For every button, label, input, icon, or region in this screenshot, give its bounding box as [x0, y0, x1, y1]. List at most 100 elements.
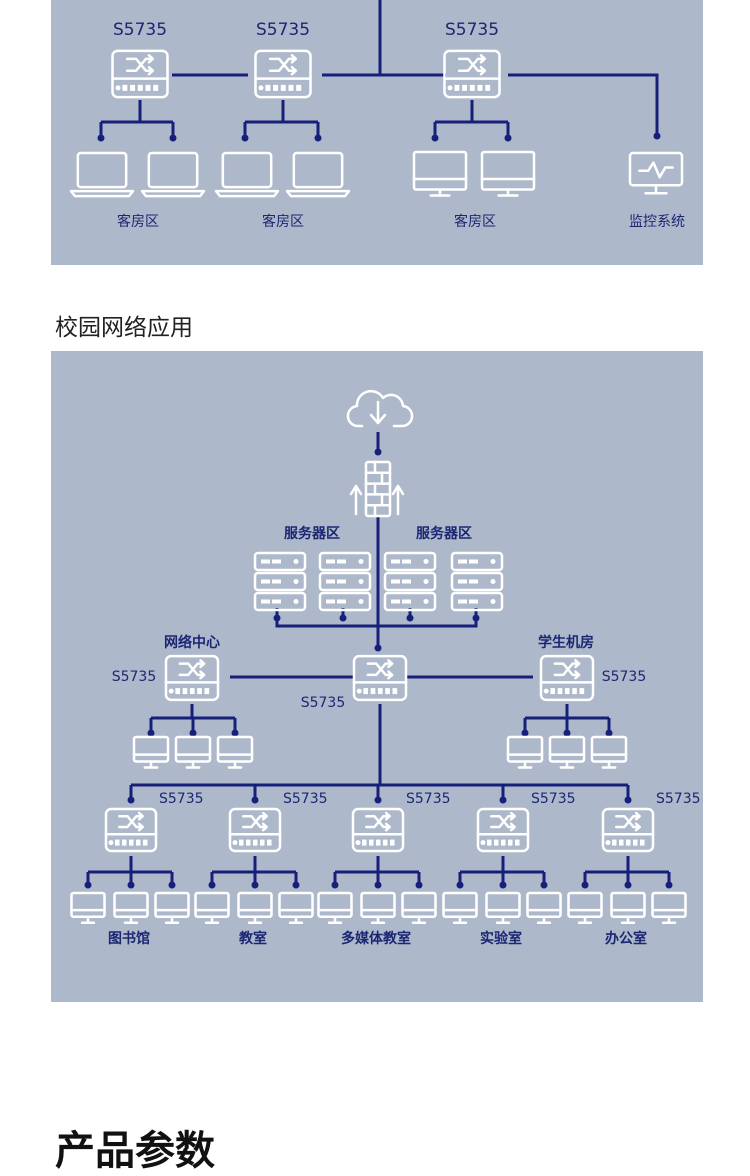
connection-dot — [208, 881, 216, 889]
switch-icon — [164, 654, 220, 702]
monitor-icon — [113, 891, 149, 925]
connection-dot — [331, 881, 339, 889]
monitor-icon — [442, 891, 478, 925]
switch-label: S5735 — [113, 20, 167, 40]
monitor-icon — [485, 891, 521, 925]
switch-icon — [352, 654, 408, 702]
monitor-icon — [567, 891, 603, 925]
connection-dot — [504, 134, 512, 142]
connection-dot — [581, 881, 589, 889]
monitor-icon — [216, 735, 254, 769]
switch-icon — [104, 807, 158, 853]
switch-label: S5735 — [656, 791, 701, 807]
switch-label: S5735 — [283, 791, 328, 807]
server-icon — [450, 551, 504, 612]
switch-icon — [254, 49, 312, 99]
connection-dot — [472, 614, 480, 622]
monitor-icon — [194, 891, 230, 925]
switch-label: S5735 — [445, 20, 499, 40]
switch-label: S5735 — [256, 20, 310, 40]
switch-label: S5735 — [602, 669, 647, 685]
connection-dot — [374, 881, 382, 889]
zone-label: 多媒体教室 — [341, 930, 411, 947]
monitor-icon — [154, 891, 190, 925]
switch-icon — [539, 654, 595, 702]
cloud-download-icon — [346, 389, 414, 428]
zone-label: 教室 — [239, 930, 267, 947]
monitor-icon — [590, 735, 628, 769]
switch-label: S5735 — [406, 791, 451, 807]
connection-dot — [521, 729, 529, 737]
connection-dot — [540, 881, 548, 889]
monitor-icon — [610, 891, 646, 925]
connection-dot — [624, 796, 632, 804]
connection-dot — [431, 134, 439, 142]
core-switch-label: S5735 — [301, 695, 346, 711]
switch-icon — [476, 807, 530, 853]
surveillance-monitor-icon — [628, 151, 684, 195]
connection-dot — [251, 796, 259, 804]
switch-label: S5735 — [112, 669, 157, 685]
server-zone-label: 服务器区 — [416, 525, 472, 542]
monitor-icon — [360, 891, 396, 925]
zone-label: 实验室 — [480, 930, 522, 947]
switch-icon — [111, 49, 169, 99]
device-icons — [69, 49, 687, 925]
laptop-icon — [285, 151, 351, 198]
connection-dot — [499, 796, 507, 804]
connection-dot — [231, 729, 239, 737]
switch-icon — [601, 807, 655, 853]
zone-label: 监控系统 — [629, 214, 685, 230]
zone-label: 客房区 — [454, 213, 496, 230]
switch-icon — [351, 807, 405, 853]
connection-dot — [168, 881, 176, 889]
monitor-icon — [548, 735, 586, 769]
laptop-icon — [69, 151, 135, 198]
campus-section-title: 校园网络应用 — [55, 315, 193, 341]
server-icon — [253, 551, 307, 612]
connection-dot — [189, 729, 197, 737]
zone-label: 客房区 — [117, 213, 159, 230]
connection-dot — [624, 881, 632, 889]
connection-dot — [374, 644, 382, 652]
monitor-icon — [506, 735, 544, 769]
switch-icon — [228, 807, 282, 853]
server-icon — [383, 551, 437, 612]
connection-dot — [169, 134, 177, 142]
connection-dot — [339, 614, 347, 622]
connection-dot — [127, 881, 135, 889]
connection-dot — [84, 881, 92, 889]
laptop-icon — [140, 151, 206, 198]
zone-label: 图书馆 — [108, 930, 150, 947]
connection-dot — [665, 881, 673, 889]
connection-dot — [499, 881, 507, 889]
monitor-icon — [651, 891, 687, 925]
connection-dot — [456, 881, 464, 889]
connection-dot — [292, 881, 300, 889]
monitor-icon — [237, 891, 273, 925]
server-zone-label: 服务器区 — [284, 525, 340, 542]
firewall-icon — [349, 460, 405, 518]
connection-dot — [251, 881, 259, 889]
connection-dot — [415, 881, 423, 889]
connection-dot — [127, 796, 135, 804]
connection-dot — [374, 796, 382, 804]
group-label: 学生机房 — [538, 634, 594, 651]
monitor-icon — [480, 150, 536, 197]
connection-dot — [605, 729, 613, 737]
switch-label: S5735 — [159, 791, 204, 807]
connection-dot — [97, 134, 105, 142]
monitor-icon — [526, 891, 562, 925]
switch-icon — [443, 49, 501, 99]
monitor-icon — [70, 891, 106, 925]
group-label: 网络中心 — [164, 634, 220, 651]
connection-dot — [314, 134, 322, 142]
connection-dot — [147, 729, 155, 737]
connection-line — [508, 73, 659, 136]
connection-lines — [84, 0, 673, 889]
connection-dot — [653, 132, 661, 140]
hotel-network-panel — [51, 0, 703, 265]
monitor-icon — [317, 891, 353, 925]
